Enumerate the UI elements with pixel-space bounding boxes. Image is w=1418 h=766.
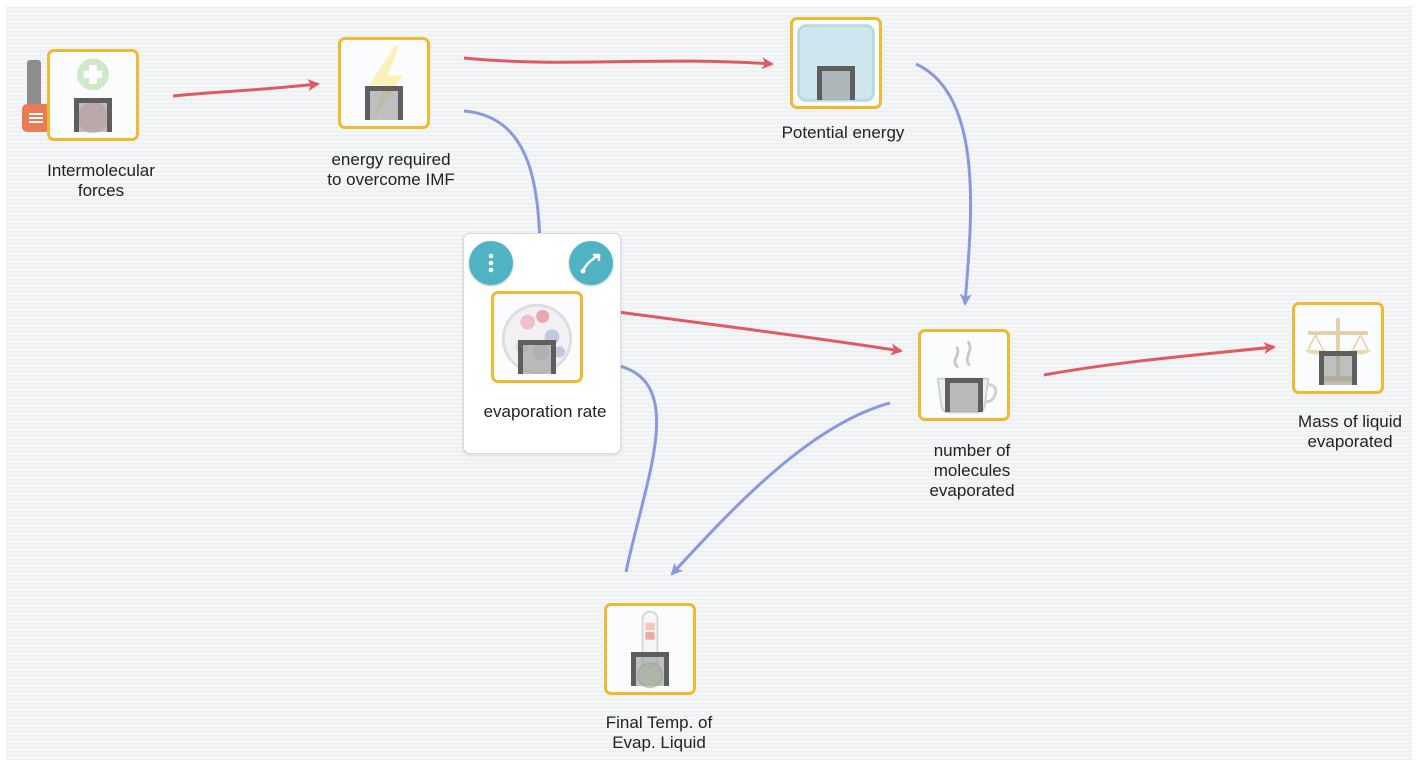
energy-tile[interactable] xyxy=(338,37,430,129)
link-molecules-to-temp[interactable] xyxy=(670,401,891,576)
temp-tile[interactable] xyxy=(604,603,696,695)
molecules-tile[interactable] xyxy=(918,329,1010,421)
node-potential-energy[interactable]: Potential energy xyxy=(763,16,913,156)
selected-node-card xyxy=(463,233,621,454)
intermolecular-tile[interactable] xyxy=(47,49,139,141)
link-evaporation-to-molecules[interactable] xyxy=(617,310,903,356)
evaporation-tile[interactable] xyxy=(491,291,583,383)
curved-arrow-icon xyxy=(580,253,601,274)
potential-tile[interactable] xyxy=(790,17,882,109)
relationship-links xyxy=(172,56,1276,576)
hamburger-icon xyxy=(29,113,50,123)
mass-tile[interactable] xyxy=(1292,302,1384,394)
link-temp-to-evaporation[interactable] xyxy=(608,359,659,573)
link-intermolecular-to-energy[interactable] xyxy=(172,79,320,98)
value-gauge xyxy=(74,98,112,132)
value-gauge xyxy=(817,66,855,100)
more-options-button[interactable] xyxy=(469,241,513,285)
lightning-bolt-icon xyxy=(369,45,403,121)
value-gauge xyxy=(518,340,556,374)
value-gauge xyxy=(1319,351,1357,385)
node-evaporation-rate[interactable]: evaporation rate xyxy=(461,291,611,431)
value-gauge xyxy=(365,86,403,120)
value-gauge xyxy=(631,652,669,686)
slider-handle[interactable] xyxy=(22,104,50,132)
node-label: Potential energy xyxy=(781,123,905,142)
draw-relationship-button[interactable] xyxy=(569,241,613,285)
link-energy-to-potential[interactable] xyxy=(463,56,774,70)
value-gauge xyxy=(945,378,983,412)
link-potential-to-molecules[interactable] xyxy=(915,62,973,306)
node-label: evaporation rate xyxy=(483,402,607,421)
vertical-dots-icon xyxy=(488,253,494,273)
link-molecules-to-mass[interactable] xyxy=(1043,342,1276,377)
